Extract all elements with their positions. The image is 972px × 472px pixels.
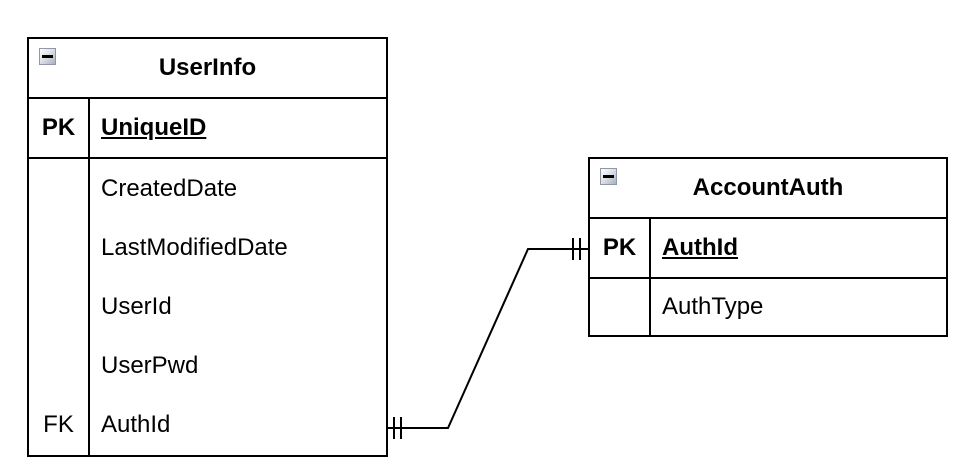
attribute-name: AuthType xyxy=(662,293,764,320)
cardinality-one-ticks xyxy=(393,238,581,439)
entity-title: AccountAuth xyxy=(692,174,844,201)
entity-accountauth[interactable]: AccountAuth PK AuthId AuthType xyxy=(588,157,948,337)
name-column: AuthType xyxy=(651,279,946,335)
pk-row: PK AuthId xyxy=(590,219,946,279)
pk-attribute-name: UniqueID xyxy=(101,114,207,141)
entity-userinfo[interactable]: UserInfo PK UniqueID FK CreatedDate Last… xyxy=(27,37,388,457)
attribute-name: UserId xyxy=(101,293,172,320)
attribute-name: AuthId xyxy=(101,411,171,439)
collapse-button[interactable] xyxy=(600,168,617,185)
key-badge xyxy=(29,337,88,396)
minus-icon xyxy=(603,175,614,178)
collapse-button[interactable] xyxy=(39,48,56,65)
key-column xyxy=(590,279,651,335)
pk-attribute-name: AuthId xyxy=(662,234,738,261)
key-badge xyxy=(29,277,88,336)
pk-badge: PK xyxy=(29,99,90,157)
relationship-line xyxy=(388,248,588,429)
key-badge xyxy=(29,159,88,218)
attribute-section: FK CreatedDate LastModifiedDate UserId U… xyxy=(29,159,386,455)
minus-icon xyxy=(42,55,53,58)
pk-row: PK UniqueID xyxy=(29,99,386,159)
attribute-name: UserPwd xyxy=(101,352,199,380)
pk-badge: PK xyxy=(590,219,651,277)
name-column: CreatedDate LastModifiedDate UserId User… xyxy=(90,159,386,455)
entity-header: UserInfo xyxy=(29,39,386,99)
key-column: FK xyxy=(29,159,90,455)
key-badge xyxy=(29,218,88,277)
fk-badge: FK xyxy=(43,411,74,439)
attribute-name: LastModifiedDate xyxy=(101,233,288,261)
attribute-name: CreatedDate xyxy=(101,174,238,202)
attribute-section: AuthType xyxy=(590,279,946,335)
entity-header: AccountAuth xyxy=(590,159,946,219)
key-badge xyxy=(590,279,649,335)
entity-title: UserInfo xyxy=(158,54,257,81)
